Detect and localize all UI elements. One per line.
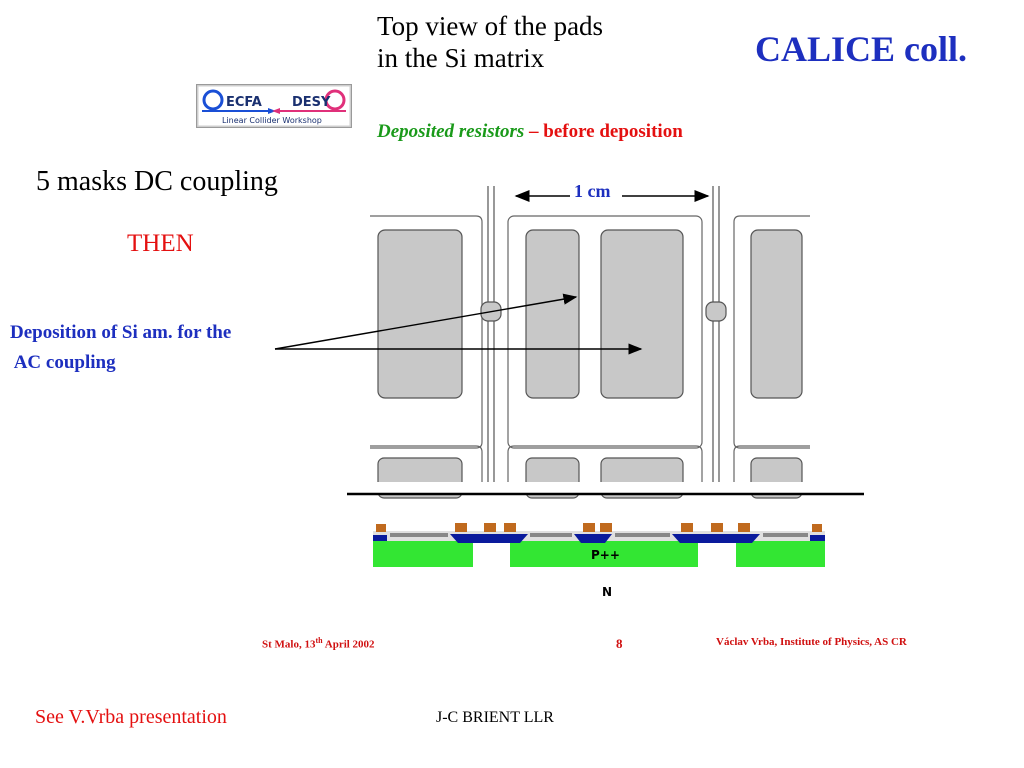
- p-plus-label: P++: [591, 548, 620, 562]
- cell-frames: [370, 215, 810, 449]
- title-line-1: Top view of the pads: [377, 11, 604, 41]
- n-label: N: [602, 585, 612, 599]
- author-credit: J-C BRIENT LLR: [436, 709, 554, 726]
- footer-date-suffix: April 2002: [322, 638, 375, 651]
- footer-date-prefix: St Malo, 13: [262, 638, 316, 651]
- pad: [377, 229, 463, 399]
- pads: [377, 229, 803, 399]
- pad: [750, 229, 803, 399]
- logo-subtitle: Linear Collider Workshop: [222, 116, 322, 125]
- logo-ecfa-text: ECFA: [226, 95, 262, 110]
- resistor-note-red: – before deposition: [524, 121, 683, 142]
- pointer-arrow-upper: [274, 293, 578, 350]
- ecfa-desy-logo: ECFA DESY Linear Collider Workshop: [196, 84, 352, 128]
- lower-row: [356, 445, 836, 499]
- cross-section: P++ N: [373, 523, 825, 599]
- p-region: [373, 541, 473, 567]
- collaboration-title: CALICE coll.: [755, 29, 968, 69]
- title-line-2: in the Si matrix: [377, 43, 545, 73]
- see-presentation-note: See V.Vrba presentation: [35, 706, 227, 728]
- deposition-label: Deposition of Si am. for the AC coupling: [10, 322, 232, 373]
- resistor-contacts: [376, 523, 822, 532]
- pad: [525, 229, 580, 399]
- then-label: THEN: [127, 230, 194, 257]
- p-region: [736, 541, 825, 567]
- footer-page-number: 8: [616, 636, 623, 651]
- diagram-title: Top view of the pads in the Si matrix: [377, 10, 603, 74]
- resistor-note-green: Deposited resistors: [377, 121, 525, 142]
- footer-place-date: St Malo, 13th April 2002: [262, 636, 375, 651]
- scale-label: 1 cm: [574, 181, 611, 201]
- grid-rails: [487, 186, 720, 482]
- p-region: [510, 541, 698, 567]
- logo-desy-text: DESY: [292, 95, 331, 110]
- footer-speaker: Václav Vrba, Institute of Physics, AS CR: [716, 636, 907, 648]
- pad: [600, 229, 684, 399]
- masks-label: 5 masks DC coupling: [36, 166, 278, 197]
- resistor-note: Deposited resistors – before deposition: [377, 121, 683, 143]
- footer-date-sup: th: [315, 636, 323, 645]
